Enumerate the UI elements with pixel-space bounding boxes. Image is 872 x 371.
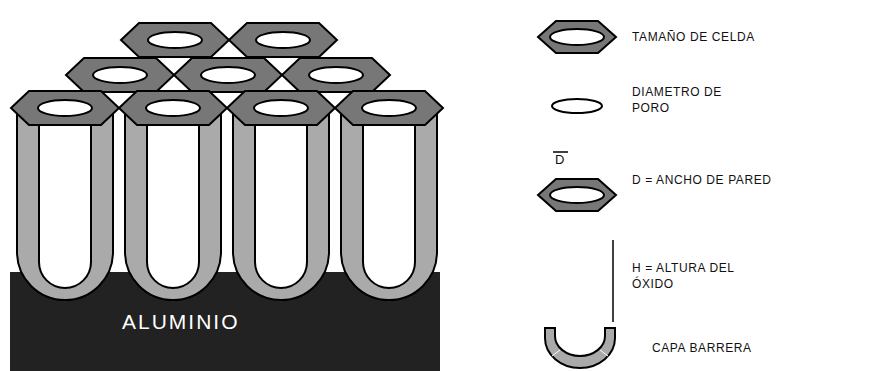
legend-text: D = ANCHO DE PARED bbox=[632, 172, 772, 188]
cell-hexagon bbox=[119, 91, 227, 125]
aluminum-block: ALUMINIO bbox=[10, 272, 440, 371]
pore-opening bbox=[148, 32, 202, 48]
oxide-wall bbox=[341, 110, 437, 300]
pore-opening bbox=[254, 100, 308, 116]
legend-text: DIAMETRO DE PORO bbox=[632, 84, 742, 116]
cell-hexagon bbox=[174, 58, 282, 92]
pore-opening bbox=[362, 100, 416, 116]
pore-opening bbox=[146, 100, 200, 116]
legend-text: H = ALTURA DEL ÓXIDO bbox=[632, 260, 772, 292]
pore-channel bbox=[39, 110, 91, 288]
cell-hexagon bbox=[66, 58, 174, 92]
cell-hexagon bbox=[121, 23, 229, 57]
pore-opening bbox=[256, 32, 310, 48]
pore-array bbox=[10, 23, 443, 371]
material-label: ALUMINIO bbox=[122, 310, 240, 334]
oxide-wall bbox=[17, 110, 113, 300]
pore-opening bbox=[38, 100, 92, 116]
cell-hexagon bbox=[11, 91, 119, 125]
legend-samples bbox=[538, 21, 616, 368]
pore-opening bbox=[201, 67, 255, 83]
dimension-label: D bbox=[555, 152, 564, 167]
pore-channel bbox=[363, 110, 415, 288]
pore-channel bbox=[147, 110, 199, 288]
cell-hexagon bbox=[282, 58, 390, 92]
pore-opening bbox=[309, 67, 363, 83]
cell-hexagon bbox=[335, 91, 443, 125]
cell-hexagon bbox=[229, 23, 337, 57]
legend-text: TAMAÑO DE CELDA bbox=[632, 29, 832, 45]
pore-opening bbox=[93, 67, 147, 83]
legend-text: CAPA BARRERA bbox=[652, 340, 852, 356]
oxide-wall bbox=[125, 110, 221, 300]
oxide-wall bbox=[233, 110, 329, 300]
cell-hexagon bbox=[227, 91, 335, 125]
pore-channel bbox=[255, 110, 307, 288]
